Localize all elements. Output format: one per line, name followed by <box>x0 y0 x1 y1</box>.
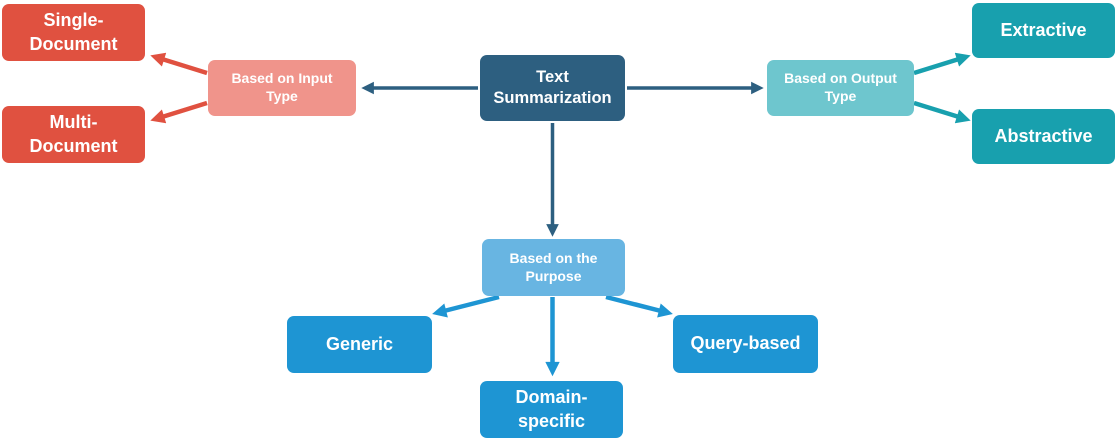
node-extractive: Extractive <box>972 3 1115 58</box>
node-based-on-output-type-label: Based on Output Type <box>784 70 897 104</box>
node-text-summarization-label: Text Summarization <box>493 67 612 107</box>
node-query-based: Query-based <box>673 315 818 373</box>
node-based-on-input-type: Based on Input Type <box>208 60 356 116</box>
node-single-document-label: Single- Document <box>29 10 118 54</box>
connector-purpose-to-query-based <box>605 294 673 318</box>
node-text-summarization: Text Summarization <box>480 55 625 121</box>
node-generic-label: Generic <box>325 333 394 354</box>
node-based-on-output-type: Based on Output Type <box>767 60 914 116</box>
node-domain-specific: Domain- specific <box>480 381 623 438</box>
connector-purpose-to-generic <box>432 294 500 318</box>
node-based-on-input-type-label: Based on Input Type <box>231 70 333 104</box>
connector-input-type-to-single-document <box>150 52 208 76</box>
node-based-on-the-purpose-label: Based on the Purpose <box>509 249 598 284</box>
node-multi-document-label: Multi- Document <box>29 112 118 156</box>
connector-output-type-to-extractive <box>913 52 971 76</box>
node-multi-document: Multi- Document <box>2 106 145 163</box>
node-single-document: Single- Document <box>2 4 145 61</box>
connector-output-type-to-abstractive <box>913 100 971 124</box>
node-query-based-label: Query-based <box>690 333 801 354</box>
node-based-on-the-purpose: Based on the Purpose <box>482 239 625 296</box>
node-generic: Generic <box>287 316 432 373</box>
node-extractive-label: Extractive <box>1000 19 1087 40</box>
node-domain-specific-label: Domain- specific <box>515 387 588 431</box>
node-abstractive: Abstractive <box>972 109 1115 164</box>
connector-input-type-to-multi-document <box>150 100 208 124</box>
node-abstractive-label: Abstractive <box>994 125 1093 146</box>
